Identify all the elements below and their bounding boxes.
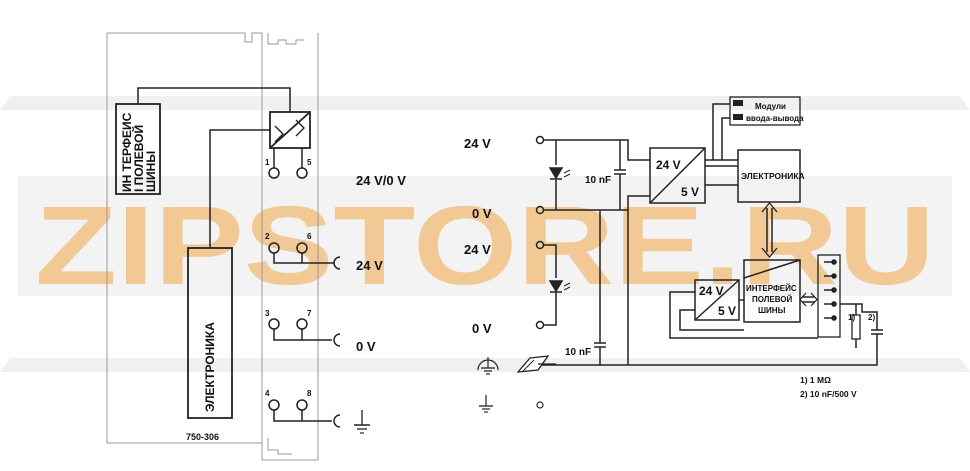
terminal-7: 7 — [307, 309, 312, 318]
module-electronics-label: ЭЛЕКТРОНИКА — [203, 322, 217, 412]
terminal-4: 4 — [265, 389, 270, 398]
dcdc-bot-out: 5 V — [718, 304, 736, 318]
terminal-2: 2 — [265, 232, 270, 241]
label-0v: 0 V — [472, 206, 492, 221]
footnote-1: 1) 1 MΩ — [800, 375, 831, 385]
fieldbus-block-line-2: ПОЛЕВОЙ — [752, 295, 793, 304]
terminal-3: 3 — [265, 309, 270, 318]
module-fieldbus-line-2: I ПОЛЕВОЙ — [131, 125, 146, 192]
module-drawing — [106, 32, 370, 461]
module-fieldbus-line-3: ШИНЫ — [144, 151, 158, 192]
label-cap-bottom: 10 nF — [565, 347, 591, 358]
watermark-text: ZIPSTORE.RU — [35, 183, 935, 308]
module-fieldbus-line-1: ИН ТЕРФЕИС — [120, 112, 134, 192]
marker-1: 1) — [848, 313, 855, 322]
label-24v-top: 24 V — [464, 136, 491, 151]
dcdc-top-in: 24 V — [656, 158, 681, 172]
terminal-6: 6 — [307, 232, 312, 241]
terminal-5: 5 — [307, 158, 312, 167]
dcdc-top-out: 5 V — [681, 185, 699, 199]
schematic-labels: 24 V 0 V 24 V 0 V 10 nF 10 nF 24 V 5 V Э… — [464, 102, 875, 399]
module-part-number: 750-306 — [186, 432, 219, 442]
label-cap-top: 10 nF — [585, 175, 611, 186]
io-modules-line-2: ввода-вывода — [746, 114, 804, 123]
fieldbus-block-line-1: ИНТЕРФЕЙС — [746, 284, 797, 293]
electronics-block-label: ЭЛЕКТРОНИКА — [741, 171, 805, 181]
footnote-2: 2) 10 nF/500 V — [800, 389, 857, 399]
terminal-8: 8 — [307, 389, 312, 398]
terminal-1: 1 — [265, 158, 270, 167]
schematic-drawing — [477, 96, 883, 413]
module-out-24v: 24 V — [356, 258, 383, 273]
dcdc-bot-in: 24 V — [699, 284, 724, 298]
fieldbus-block-line-3: ШИНЫ — [758, 306, 786, 315]
marker-2: 2) — [868, 313, 875, 322]
label-0v-bottom: 0 V — [472, 321, 492, 336]
module-out-0v: 0 V — [356, 339, 376, 354]
module-labels: ИН ТЕРФЕИС I ПОЛЕВОЙ ШИНЫ ЭЛЕКТРОНИКА 75… — [120, 112, 406, 442]
label-24v-mid: 24 V — [464, 242, 491, 257]
watermark: ZIPSTORE.RU — [0, 96, 970, 372]
module-supply-label: 24 V/0 V — [356, 173, 406, 188]
io-modules-line-1: Модули — [755, 102, 786, 111]
